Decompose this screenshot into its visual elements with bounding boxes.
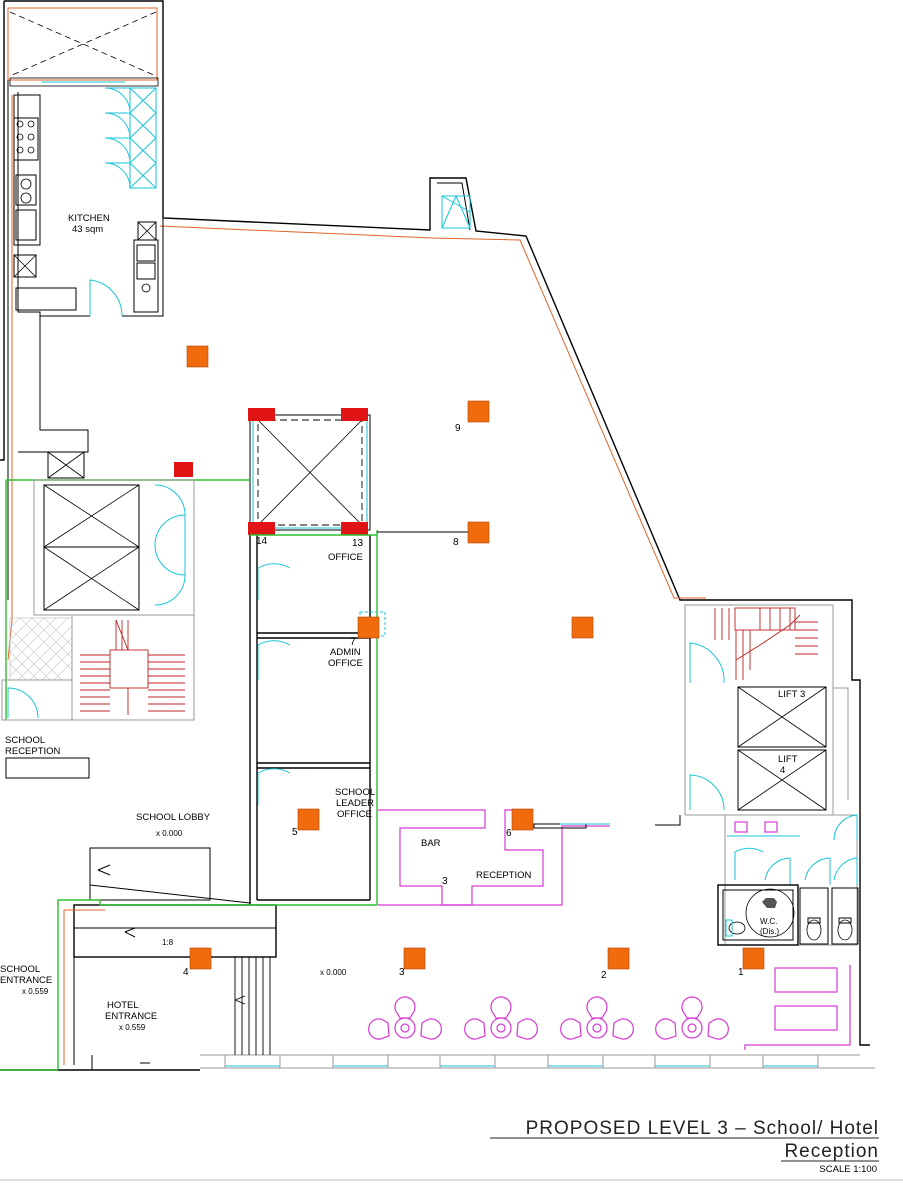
school-reception-label: SCHOOL [5, 735, 45, 746]
column [186, 345, 209, 368]
bar-reception [378, 809, 681, 906]
structural-columns [186, 345, 765, 970]
column [467, 400, 490, 423]
admin-office-label: ADMIN [330, 647, 361, 658]
school-lobby-label: SCHOOL LOBBY [136, 812, 211, 823]
school-reception-label: RECEPTION [5, 746, 61, 757]
school-entrance-level: x 0.559 [22, 987, 49, 996]
seating-clusters [368, 996, 729, 1040]
column-number: 6 [506, 828, 512, 839]
column-number: 9 [455, 423, 461, 434]
entrance-steps [0, 847, 377, 1071]
school-lobby-level: x 0.000 [156, 829, 183, 838]
column-number: 7 [350, 637, 356, 648]
reception-label: RECEPTION [476, 870, 532, 881]
column-number: 13 [352, 538, 364, 549]
outer-walls [0, 0, 870, 1046]
column-number: 14 [256, 536, 268, 547]
right-core [684, 604, 859, 946]
school-entrance-label: ENTRANCE [0, 975, 52, 986]
column-number: 1 [738, 967, 744, 978]
kitchen-area-label: 43 sqm [72, 224, 103, 235]
column [511, 808, 534, 831]
column-number: 4 [183, 967, 189, 978]
lounge-benches [744, 965, 851, 1050]
column-number: 8 [453, 537, 459, 548]
school-leader-office-label: SCHOOL [335, 787, 375, 798]
facade [0, 1054, 875, 1071]
school-reception-desk [5, 757, 90, 779]
column [189, 947, 212, 970]
drawing-scale: SCALE 1:100 [819, 1164, 877, 1175]
column [403, 947, 426, 970]
seating-cluster [464, 996, 538, 1040]
lift-3-label: LIFT 3 [778, 689, 805, 700]
school-entrance-label: SCHOOL [0, 964, 40, 975]
column [607, 947, 630, 970]
room-labels: KITCHEN 43 sqm OFFICE ADMIN OFFICE SCHOO… [0, 213, 805, 1032]
main-floor-level: x 0.000 [320, 968, 347, 977]
top-shaft [437, 182, 471, 231]
drawing-title: PROPOSED LEVEL 3 – School/ Hotel [526, 1118, 879, 1139]
drawing-subtitle: Reception [784, 1141, 879, 1162]
column-number: 2 [601, 970, 607, 981]
title-block: PROPOSED LEVEL 3 – School/ Hotel Recepti… [0, 1118, 903, 1181]
school-leader-office-label: LEADER [336, 798, 374, 809]
column [467, 521, 490, 544]
kitchen-area [9, 11, 164, 317]
column-number: 3 [399, 967, 405, 978]
column [297, 808, 320, 831]
school-leader-office-label: OFFICE [337, 809, 372, 820]
kitchen-label: KITCHEN [68, 213, 110, 224]
admin-office-label: OFFICE [328, 658, 363, 669]
hotel-entrance-label: HOTEL [107, 1000, 139, 1011]
seating-cluster [655, 996, 729, 1040]
wc-label: (Dis.) [760, 927, 779, 936]
column-numbers: 1 2 3 3 4 5 6 7 8 9 13 14 [183, 423, 744, 981]
left-core [1, 451, 250, 721]
lift-4-label: LIFT [778, 754, 798, 765]
seating-cluster [368, 996, 442, 1040]
column-number: 3 [442, 876, 448, 887]
seating-cluster [560, 996, 634, 1040]
hotel-entrance-level: x 0.559 [119, 1023, 146, 1032]
hotel-entrance-label: ENTRANCE [105, 1011, 157, 1022]
lift-4-label: 4 [780, 765, 785, 776]
ramp-gradient-label: 1:8 [162, 938, 174, 947]
bar-label: BAR [421, 838, 441, 849]
central-void [174, 408, 371, 535]
wc-label: W.C. [760, 917, 777, 926]
column-number: 5 [292, 827, 298, 838]
column [742, 947, 765, 970]
office-label: OFFICE [328, 552, 363, 563]
column [571, 616, 594, 639]
column [357, 616, 380, 639]
offices [249, 530, 470, 905]
